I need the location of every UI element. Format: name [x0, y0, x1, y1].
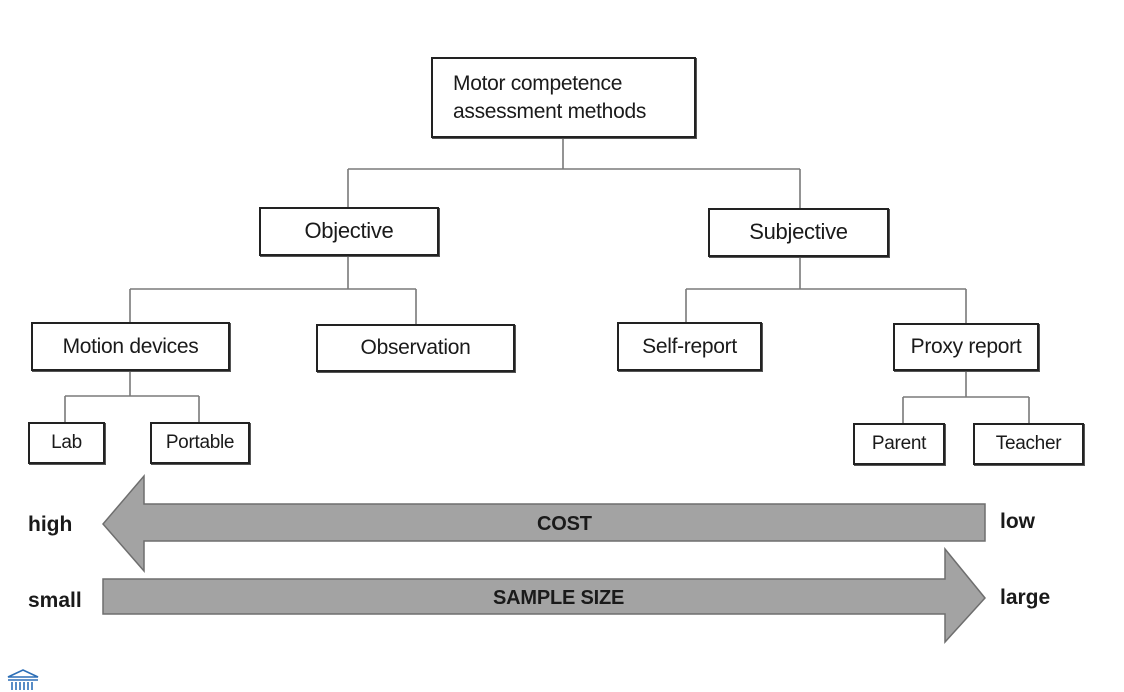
root-node: Motor competence assessment methods	[431, 57, 696, 138]
lab-label: Lab	[51, 431, 82, 453]
root-node-line1: Motor competence	[453, 72, 623, 96]
teacher-node: Teacher	[973, 423, 1084, 465]
sample-small-label: small	[28, 589, 82, 612]
sample-size-arrow	[102, 546, 986, 644]
observation-label: Observation	[360, 336, 471, 360]
institution-logo-icon	[7, 669, 39, 690]
parent-node: Parent	[853, 423, 945, 465]
teacher-label: Teacher	[995, 432, 1062, 454]
parent-label: Parent	[871, 432, 927, 454]
portable-node: Portable	[150, 422, 250, 464]
proxy-report-node: Proxy report	[893, 323, 1039, 371]
proxy-report-label: Proxy report	[910, 335, 1022, 359]
observation-node: Observation	[316, 324, 515, 372]
motion-devices-label: Motion devices	[62, 334, 199, 358]
subjective-node: Subjective	[708, 208, 889, 257]
cost-arrow-label: COST	[537, 513, 592, 535]
self-report-node: Self-report	[617, 322, 762, 371]
cost-high-label: high	[28, 513, 73, 536]
portable-label: Portable	[165, 431, 235, 453]
objective-label: Objective	[304, 218, 394, 244]
lab-node: Lab	[28, 422, 105, 464]
sample-large-label: large	[1000, 586, 1051, 609]
sample-size-arrow-label: SAMPLE SIZE	[493, 587, 625, 609]
subjective-label: Subjective	[749, 219, 848, 245]
root-node-line2: assessment methods	[453, 99, 647, 123]
objective-node: Objective	[259, 207, 439, 256]
root-node-label: Motor competence assessment methods	[453, 70, 646, 125]
motion-devices-node: Motion devices	[31, 322, 230, 371]
cost-low-label: low	[1000, 510, 1035, 533]
cost-arrow	[102, 473, 986, 574]
self-report-label: Self-report	[642, 334, 737, 358]
